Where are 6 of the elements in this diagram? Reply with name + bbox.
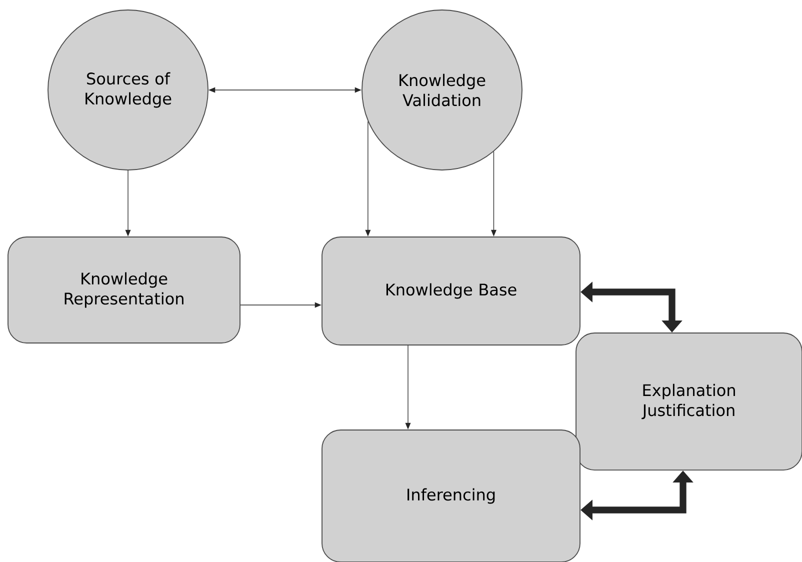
circle-node: Sources of Knowledge <box>48 10 208 170</box>
process-box: Inferencing <box>322 430 580 562</box>
process-box: Knowledge Representation <box>8 236 240 344</box>
circle-node: Knowledge Validation <box>362 10 522 170</box>
process-box: Explanation Justification <box>576 332 802 470</box>
process-box: Knowledge Base <box>322 236 580 346</box>
